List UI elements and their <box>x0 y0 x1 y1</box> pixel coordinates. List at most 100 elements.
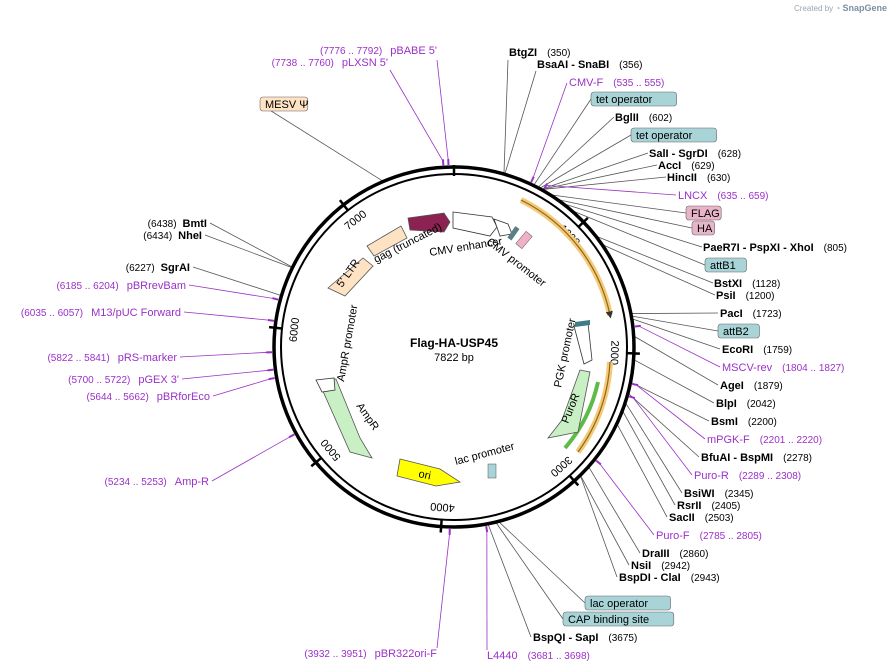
enzyme-pos-paci: (1723) <box>753 309 782 320</box>
enzyme-ecori: EcoRI <box>722 344 753 356</box>
enzyme-sgrai: SgrAI <box>161 262 190 274</box>
leader-line <box>540 152 649 190</box>
enzyme-pos-nhei: (6434) <box>143 231 172 242</box>
scale-tick <box>577 216 589 228</box>
enzyme-pos-hincii: (630) <box>707 173 730 184</box>
enzyme-agei: AgeI <box>720 380 744 392</box>
enzyme-pos-nsii: (2942) <box>661 561 690 572</box>
primer-range-m13: (6035 .. 6057) <box>21 308 83 319</box>
primer-range-pbabe: (7776 .. 7792) <box>320 46 382 57</box>
primer-range-plxsn: (7738 .. 7760) <box>272 58 334 69</box>
primer-pgex: pGEX 3' <box>138 374 179 386</box>
ori-arrow <box>396 458 462 487</box>
scale-tick-label: 4000 <box>430 500 455 514</box>
primer-pbrfor: pBRforEco <box>157 391 210 403</box>
feature-box-text: lac operator <box>590 598 648 610</box>
primer-mark <box>632 382 639 387</box>
enzyme-pos-bfuai: (2278) <box>783 453 812 464</box>
primer-range-pbr322: (3932 .. 3951) <box>304 649 366 660</box>
feature-box-bg <box>630 127 717 143</box>
scale-tick <box>338 199 349 212</box>
primer-range-pgex: (5700 .. 5722) <box>68 375 130 386</box>
plasmid-name: Flag-HA-USP45 <box>410 336 498 350</box>
feature-box-text: tet operator <box>596 94 653 106</box>
ltr-feature-arrow <box>520 199 613 319</box>
enzyme-pos-bglii: (602) <box>649 113 672 124</box>
leader-line <box>209 222 293 268</box>
primer-range-cmvf: (535 .. 555) <box>613 78 664 89</box>
leader-line <box>638 325 721 368</box>
cmv-promoter-arrow <box>493 218 513 237</box>
feature-box-attb1: attB1 <box>704 257 747 273</box>
leader-line <box>624 402 683 494</box>
leader-line <box>504 70 537 175</box>
leader-line <box>570 209 706 266</box>
leader-line <box>533 98 592 186</box>
scale-tick <box>268 325 283 330</box>
enzyme-nsii: NsiI <box>631 560 651 572</box>
leader-line <box>633 335 719 386</box>
feature-box-lacop: lac operator <box>584 595 671 611</box>
primer-ampr: Amp-R <box>175 476 209 488</box>
primer-range-lncx: (635 .. 659) <box>717 191 768 202</box>
snapgene-brand: SnapGene <box>842 3 887 13</box>
primer-range-mpgkf: (2201 .. 2220) <box>760 435 822 446</box>
outer-labels: BtgZI(350)BsaAI - SnaBI(356)CMV-F(535 ..… <box>21 45 847 662</box>
leader-line <box>601 243 716 296</box>
enzyme-pos-sali: (628) <box>718 149 741 160</box>
leader-line <box>212 378 271 397</box>
enzyme-sali: SalI - SgrDI <box>649 148 708 160</box>
enzyme-pos-agei: (1879) <box>754 381 783 392</box>
feature-box-bg <box>691 220 715 236</box>
leader-line <box>549 194 687 214</box>
feature-box-bg <box>717 323 760 339</box>
primer-range-l4440: (3681 .. 3698) <box>528 651 590 662</box>
leader-line <box>487 523 532 638</box>
ori-label: ori <box>417 468 431 482</box>
enzyme-pos-bsmi: (2200) <box>748 417 777 428</box>
primer-mark <box>634 324 641 328</box>
enzyme-nhei: NheI <box>178 230 202 242</box>
enzyme-pos-ecori: (1759) <box>763 345 792 356</box>
leader-line <box>541 176 667 190</box>
leader-line <box>541 164 658 190</box>
enzyme-pos-psii: (1200) <box>746 291 775 302</box>
primer-m13: M13/pUC Forward <box>91 307 181 319</box>
enzyme-acci: AccI <box>658 160 681 172</box>
primer-mark <box>543 183 548 190</box>
leader-line <box>179 351 269 358</box>
leader-line <box>562 202 703 248</box>
leader-line <box>635 384 706 440</box>
leader-line <box>211 435 292 482</box>
feature-box-bg <box>704 257 747 273</box>
mscv-feature-line <box>577 361 611 453</box>
feature-box-mesv: MESV Ψ <box>259 96 308 112</box>
enzyme-pos-sacii: (2503) <box>705 513 734 524</box>
feature-box-text: HA <box>697 223 713 235</box>
pgk-promoter-arrow <box>573 322 593 365</box>
enzyme-bsaai: BsaAI - SnaBI <box>537 59 609 71</box>
ltr-feature-arc <box>519 197 613 316</box>
snapgene-watermark: Created by ◔ SnapGene <box>794 3 887 13</box>
feature-box-text: CAP binding site <box>568 614 649 626</box>
pgk-promoter-label: PGK promoter <box>552 317 578 389</box>
primer-range-purof: (2785 .. 2805) <box>700 531 762 542</box>
primer-range-ampr: (5234 .. 5253) <box>105 477 167 488</box>
enzyme-sacii: SacII <box>669 512 695 524</box>
primer-msvrev: MSCV-rev <box>722 362 773 374</box>
ltr-box <box>327 257 374 297</box>
leader-line <box>622 410 676 506</box>
enzyme-bsmi: BsmI <box>711 416 738 428</box>
enzyme-pos-pae7i: (805) <box>824 243 847 254</box>
scale-tick-label: 6000 <box>288 317 303 343</box>
leader-line <box>598 462 655 536</box>
primer-range-pbrrev: (6185 .. 6204) <box>56 281 118 292</box>
leader-line <box>532 82 568 179</box>
enzyme-bstxi: BstXI <box>714 278 742 290</box>
enzyme-bmti: BmtI <box>183 218 207 230</box>
leader-line <box>539 134 632 189</box>
primer-purof: Puro-F <box>656 530 690 542</box>
leader-line <box>595 235 714 284</box>
enzyme-bglii: BglII <box>615 112 639 124</box>
primer-mark <box>288 433 295 439</box>
